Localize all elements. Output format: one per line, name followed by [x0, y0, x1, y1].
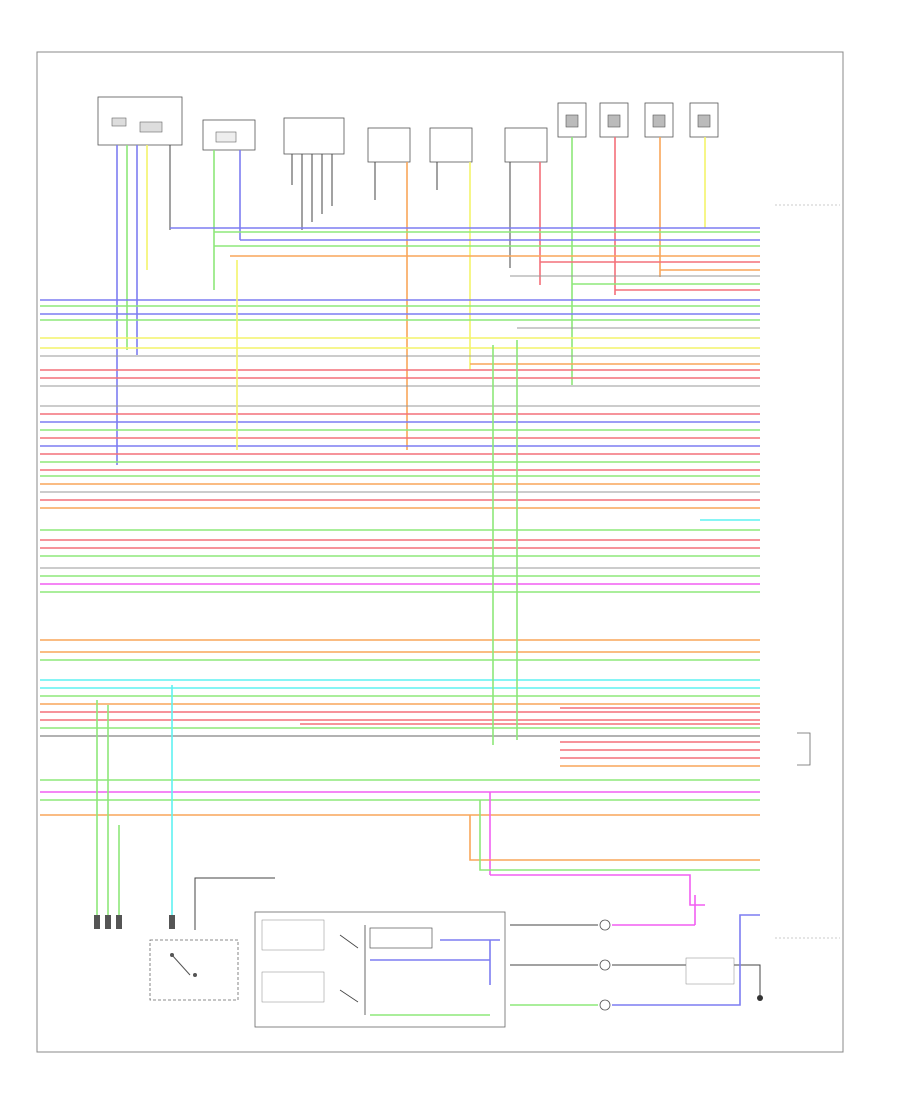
component-block [504, 127, 548, 163]
component-block [97, 96, 183, 146]
vertical-wires-top [116, 137, 706, 465]
bottom-components [94, 685, 840, 1028]
horizontal-wire-bus [40, 227, 760, 816]
component-block [429, 127, 473, 163]
connector-circles [599, 919, 611, 1011]
component-block [367, 127, 411, 163]
connector-pins [94, 915, 175, 929]
control-module [254, 911, 506, 1028]
top-components [97, 96, 719, 163]
diagram-frame [36, 51, 844, 1053]
component-block [283, 117, 345, 155]
switch-box [149, 939, 239, 1001]
vertical-wires-mid [236, 260, 518, 745]
ground-icon [757, 995, 763, 1001]
